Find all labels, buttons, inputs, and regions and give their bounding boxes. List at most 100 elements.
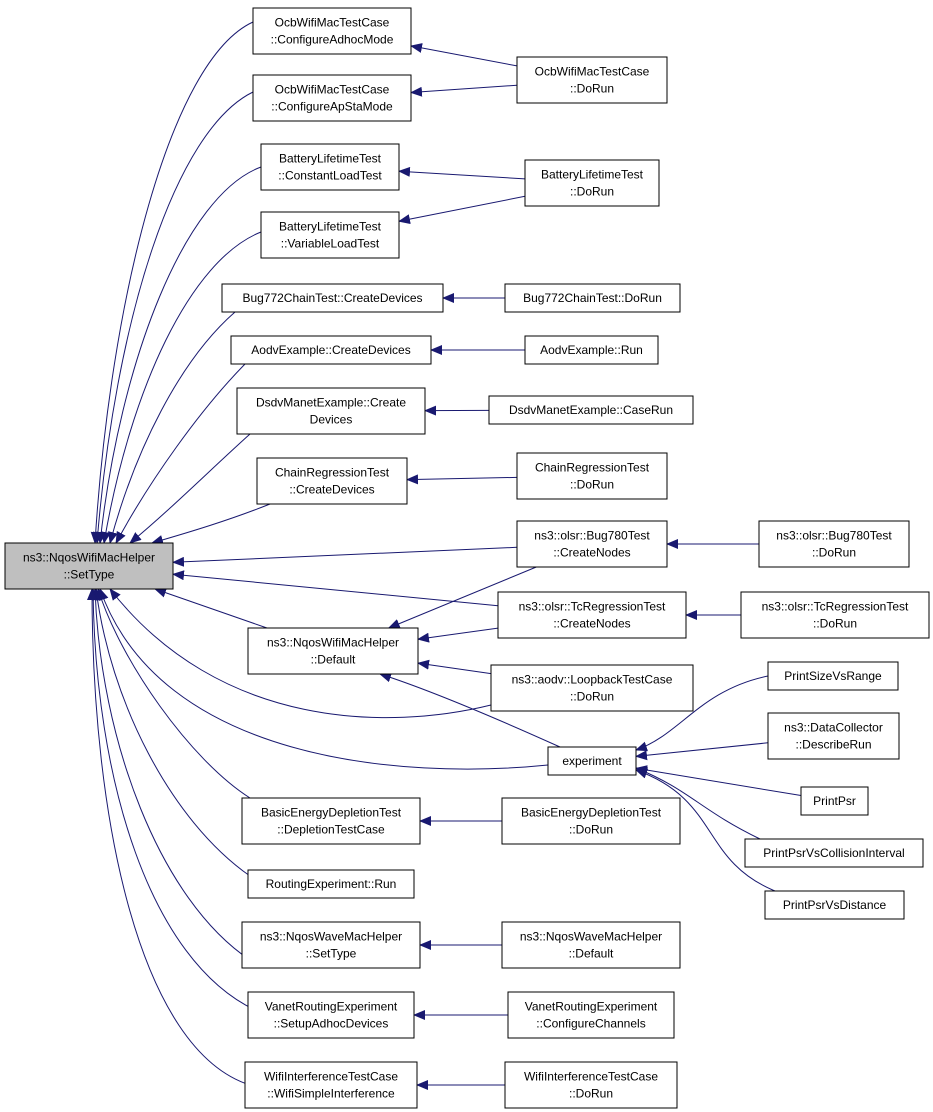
function-node-n22[interactable]: PrintSizeVsRange: [767, 661, 899, 691]
node-label-line: VanetRoutingExperiment: [265, 1000, 398, 1014]
call-edge-n6-to-n0: [100, 231, 262, 544]
call-edge-n20-to-n0: [109, 588, 492, 719]
function-node-n4[interactable]: BatteryLifetimeTest::ConstantLoadTest: [260, 143, 400, 191]
function-node-n2[interactable]: OcbWifiMacTestCase::DoRun: [516, 56, 668, 104]
function-node-n20[interactable]: ns3::aodv::LoopbackTestCase::DoRun: [490, 664, 694, 712]
node-box: [241, 797, 421, 845]
call-edge-n30-to-n0: [90, 588, 251, 961]
function-node-n21[interactable]: experiment: [547, 746, 637, 776]
node-box: [524, 159, 660, 207]
function-node-n29[interactable]: RoutingExperiment::Run: [247, 869, 415, 899]
node-label-line: BatteryLifetimeTest: [541, 168, 644, 182]
node-label-line: ChainRegressionTest: [275, 466, 390, 480]
function-node-n31[interactable]: ns3::NqosWaveMacHelper::Default: [501, 921, 681, 969]
node-label-line: ns3::NqosWaveMacHelper: [260, 930, 402, 944]
function-node-n0[interactable]: ns3::NqosWifiMacHelper::SetType: [4, 542, 174, 590]
node-label-line: AodvExample::CreateDevices: [251, 343, 410, 357]
node-box: [497, 591, 687, 639]
function-node-n27[interactable]: BasicEnergyDepletionTest::DepletionTestC…: [241, 797, 421, 845]
function-node-n32[interactable]: VanetRoutingExperiment::SetupAdhocDevice…: [247, 991, 415, 1039]
node-box: [490, 664, 694, 712]
function-node-n28[interactable]: BasicEnergyDepletionTest::DoRun: [501, 797, 681, 845]
node-label-line: ns3::NqosWaveMacHelper: [520, 930, 662, 944]
function-node-n35[interactable]: WifiInterferenceTestCase::DoRun: [504, 1061, 678, 1109]
function-node-n16[interactable]: ns3::olsr::Bug780Test::DoRun: [758, 520, 910, 568]
call-edge-n26-to-n21: [635, 768, 776, 892]
node-label-line: ::DescribeRun: [795, 738, 871, 752]
node-box: [252, 74, 412, 122]
node-box: [260, 143, 400, 191]
call-edge-n32-to-n0: [88, 588, 256, 1011]
node-box: [767, 661, 899, 691]
node-label-line: ::SetupAdhocDevices: [274, 1017, 389, 1031]
node-box: [260, 211, 400, 259]
node-label-line: ns3::aodv::LoopbackTestCase: [512, 673, 673, 687]
node-box: [247, 869, 415, 899]
function-node-n12[interactable]: DsdvManetExample::CaseRun: [488, 395, 694, 425]
function-node-n5[interactable]: BatteryLifetimeTest::DoRun: [524, 159, 660, 207]
call-edge-n24-to-n21: [635, 765, 802, 796]
call-edge-n15-to-n17: [387, 566, 537, 629]
node-label-line: Bug772ChainTest::CreateDevices: [242, 291, 422, 305]
node-box: [524, 335, 659, 365]
function-node-n9[interactable]: AodvExample::CreateDevices: [230, 335, 432, 365]
node-label-line: ::ConfigureApStaMode: [271, 100, 393, 114]
function-node-n33[interactable]: VanetRoutingExperiment::ConfigureChannel…: [507, 991, 675, 1039]
node-label-line: OcbWifiMacTestCase: [535, 65, 650, 79]
function-node-n13[interactable]: ChainRegressionTest::CreateDevices: [256, 457, 408, 505]
function-node-n10[interactable]: AodvExample::Run: [524, 335, 659, 365]
call-edge-n2-to-n1: [410, 43, 518, 67]
node-box: [256, 457, 408, 505]
function-node-n17[interactable]: ns3::NqosWifiMacHelper::Default: [247, 627, 419, 675]
node-box: [4, 542, 174, 590]
node-label-line: ::Default: [569, 947, 614, 961]
node-label-line: ChainRegressionTest: [535, 461, 650, 475]
function-node-n11[interactable]: DsdvManetExample::CreateDevices: [236, 387, 426, 435]
node-label-line: BatteryLifetimeTest: [279, 220, 382, 234]
function-node-n7[interactable]: Bug772ChainTest::CreateDevices: [221, 283, 444, 313]
function-node-n25[interactable]: PrintPsrVsCollisionInterval: [744, 838, 924, 868]
function-node-n6[interactable]: BatteryLifetimeTest::VariableLoadTest: [260, 211, 400, 259]
node-label-line: ns3::olsr::Bug780Test: [534, 529, 650, 543]
function-node-n19[interactable]: ns3::olsr::TcRegressionTest::DoRun: [740, 591, 930, 639]
call-edge-n3-to-n0: [92, 91, 254, 544]
call-edge-n1-to-n0: [90, 21, 254, 544]
node-label-line: ::CreateDevices: [289, 483, 374, 497]
node-box: [504, 1061, 678, 1109]
edges-layer: [87, 21, 802, 1090]
function-node-n26[interactable]: PrintPsrVsDistance: [764, 890, 905, 920]
function-node-n1[interactable]: OcbWifiMacTestCase::ConfigureAdhocMode: [252, 7, 412, 55]
function-node-n14[interactable]: ChainRegressionTest::DoRun: [516, 452, 668, 500]
call-edge-n4-to-n0: [96, 166, 262, 544]
node-box: [516, 56, 668, 104]
node-label-line: ns3::olsr::Bug780Test: [776, 529, 892, 543]
node-label-line: PrintPsrVsDistance: [783, 898, 887, 912]
node-label-line: PrintSizeVsRange: [784, 669, 882, 683]
node-label-line: ::ConfigureAdhocMode: [271, 33, 394, 47]
function-node-n18[interactable]: ns3::olsr::TcRegressionTest::CreateNodes: [497, 591, 687, 639]
function-node-n30[interactable]: ns3::NqosWaveMacHelper::SetType: [241, 921, 421, 969]
node-box: [758, 520, 910, 568]
call-edge-n9-to-n0: [115, 363, 246, 544]
function-node-n3[interactable]: OcbWifiMacTestCase::ConfigureApStaMode: [252, 74, 412, 122]
node-box: [504, 283, 681, 313]
function-node-n15[interactable]: ns3::olsr::Bug780Test::CreateNodes: [516, 520, 668, 568]
node-label-line: ns3::olsr::TcRegressionTest: [762, 600, 909, 614]
node-label-line: BasicEnergyDepletionTest: [521, 806, 662, 820]
call-edge-n17-to-n0: [154, 587, 268, 629]
node-label-line: AodvExample::Run: [540, 343, 643, 357]
node-box: [767, 712, 900, 760]
node-box: [221, 283, 444, 313]
function-node-n23[interactable]: ns3::DataCollector::DescribeRun: [767, 712, 900, 760]
call-edge-n5-to-n4: [398, 166, 526, 180]
node-label-line: ::SetType: [64, 568, 115, 582]
function-node-n24[interactable]: PrintPsr: [800, 786, 869, 816]
call-edge-n5-to-n6: [398, 195, 526, 225]
node-label-line: ::CreateNodes: [553, 617, 630, 631]
node-label-line: ::DepletionTestCase: [277, 823, 385, 837]
call-edge-n2-to-n3: [410, 84, 518, 97]
function-node-n34[interactable]: WifiInterferenceTestCase::WifiSimpleInte…: [244, 1061, 418, 1109]
call-edge-n20-to-n17: [417, 659, 492, 675]
function-node-n8[interactable]: Bug772ChainTest::DoRun: [504, 283, 681, 313]
call-edge-n23-to-n21: [635, 742, 769, 761]
